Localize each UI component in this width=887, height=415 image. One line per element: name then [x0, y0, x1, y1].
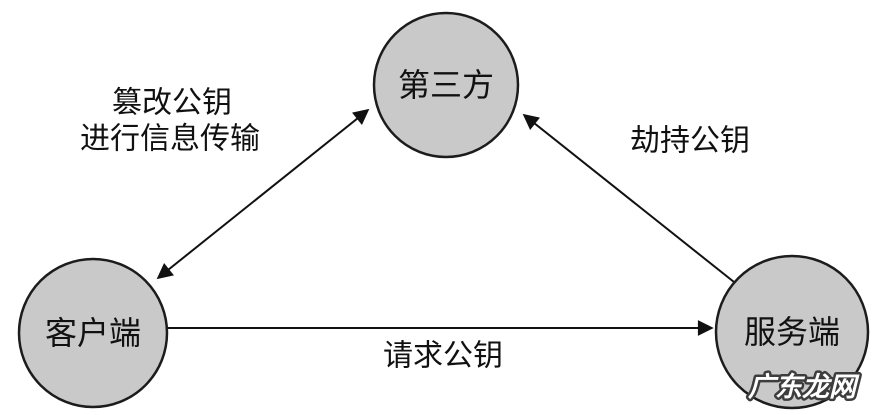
- node-server-circle: [714, 254, 870, 410]
- node-server-label: 服务端: [744, 314, 840, 350]
- edge-label-request: 请求公钥: [383, 340, 503, 373]
- node-third-party-label: 第三方: [398, 67, 494, 103]
- edge-label-hijack: 劫持公钥: [630, 125, 750, 158]
- node-third-party-circle: [372, 11, 520, 159]
- edge-server-thirdparty: [522, 113, 735, 283]
- node-client-circle: [17, 257, 169, 409]
- edge-client-thirdparty: [156, 108, 370, 280]
- edge-labels: 篡改公钥 进行信息传输 劫持公钥 请求公钥: [80, 87, 750, 373]
- nodes: [17, 11, 870, 410]
- watermark-text: 广东龙网: [748, 372, 860, 402]
- node-client-label: 客户端: [45, 315, 141, 351]
- node-labels: 第三方 客户端 服务端: [45, 67, 840, 351]
- edge-label-tamper-line1: 篡改公钥: [112, 87, 232, 120]
- edges: [156, 108, 735, 336]
- edge-label-tamper-line2: 进行信息传输: [80, 123, 260, 156]
